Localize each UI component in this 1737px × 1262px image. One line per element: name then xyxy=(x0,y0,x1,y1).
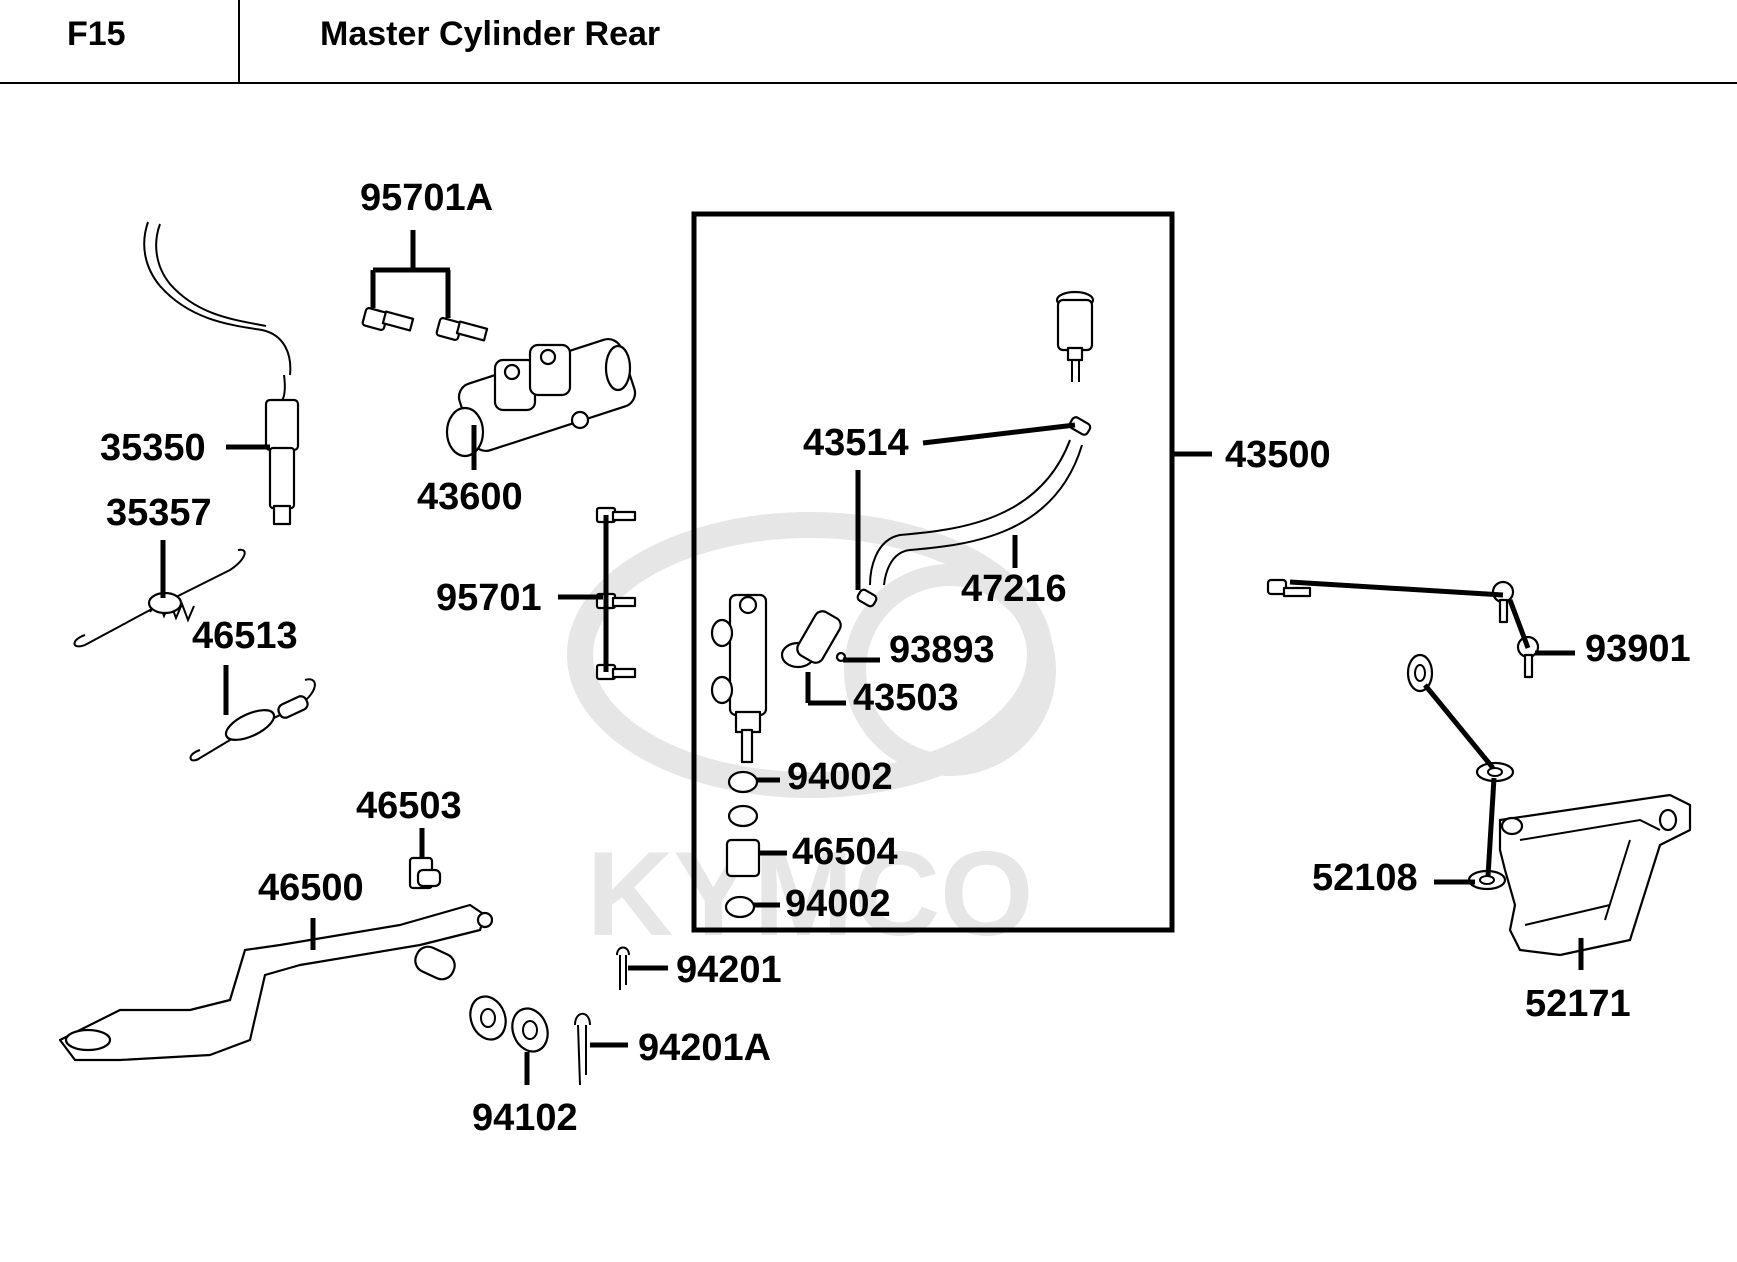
label-46500: 46500 xyxy=(258,867,364,909)
label-47216: 47216 xyxy=(961,568,1067,610)
spring-46513-drawing xyxy=(189,678,316,762)
master-cylinder-43600-drawing xyxy=(445,337,637,458)
label-93901: 93901 xyxy=(1585,628,1691,670)
cotter-pin-94201-drawing xyxy=(616,946,630,990)
label-46503: 46503 xyxy=(356,785,462,827)
label-43503: 43503 xyxy=(853,677,959,719)
clevis-46504-drawing xyxy=(725,838,761,878)
nut-94002-upper-drawing xyxy=(727,770,759,828)
label-94201A: 94201A xyxy=(638,1027,771,1069)
label-46504: 46504 xyxy=(792,831,898,873)
hose-47216-drawing xyxy=(869,439,1083,586)
cylinder-body-drawing xyxy=(710,593,768,764)
hose-clips-43514-drawing xyxy=(856,416,1092,608)
kymco-watermark: KYMCO xyxy=(567,512,1056,961)
label-43514: 43514 xyxy=(803,422,909,464)
bolts-95701A-drawing xyxy=(361,307,489,342)
label-94201: 94201 xyxy=(676,949,782,991)
label-95701A: 95701A xyxy=(360,177,493,219)
label-35350: 35350 xyxy=(100,427,206,469)
grommets-52108-drawing xyxy=(1406,653,1515,891)
label-95701: 95701 xyxy=(436,577,542,619)
watermark-text: KYMCO xyxy=(587,827,1034,961)
leader-lines xyxy=(160,230,1584,1085)
figure-code: F15 xyxy=(0,0,240,82)
label-52108: 52108 xyxy=(1312,857,1418,899)
brake-pedal-46500-drawing xyxy=(58,903,494,1062)
page-header: F15 Master Cylinder Rear xyxy=(0,0,1737,84)
label-94002-upper: 94002 xyxy=(787,756,893,798)
pin-46503-drawing xyxy=(408,856,442,890)
label-35357: 35357 xyxy=(106,492,212,534)
label-43600: 43600 xyxy=(417,476,523,518)
label-94102: 94102 xyxy=(472,1097,578,1139)
cotter-pin-94201A-drawing xyxy=(574,1012,591,1086)
label-93893: 93893 xyxy=(889,629,995,671)
reservoir-drawing xyxy=(1055,290,1095,382)
label-46513: 46513 xyxy=(192,615,298,657)
label-52171: 52171 xyxy=(1525,983,1631,1025)
page-title: Master Cylinder Rear xyxy=(320,15,661,53)
label-94002-lower: 94002 xyxy=(785,883,891,925)
label-43500: 43500 xyxy=(1225,434,1331,476)
bracket-52171-drawing xyxy=(1498,793,1692,957)
washers-94102-drawing xyxy=(469,995,549,1053)
connector-43503-drawing xyxy=(780,610,847,669)
brake-switch-35350-drawing xyxy=(143,221,300,526)
nut-94002-lower-drawing xyxy=(724,895,756,919)
master-cylinder-assembly-box xyxy=(691,211,1175,933)
